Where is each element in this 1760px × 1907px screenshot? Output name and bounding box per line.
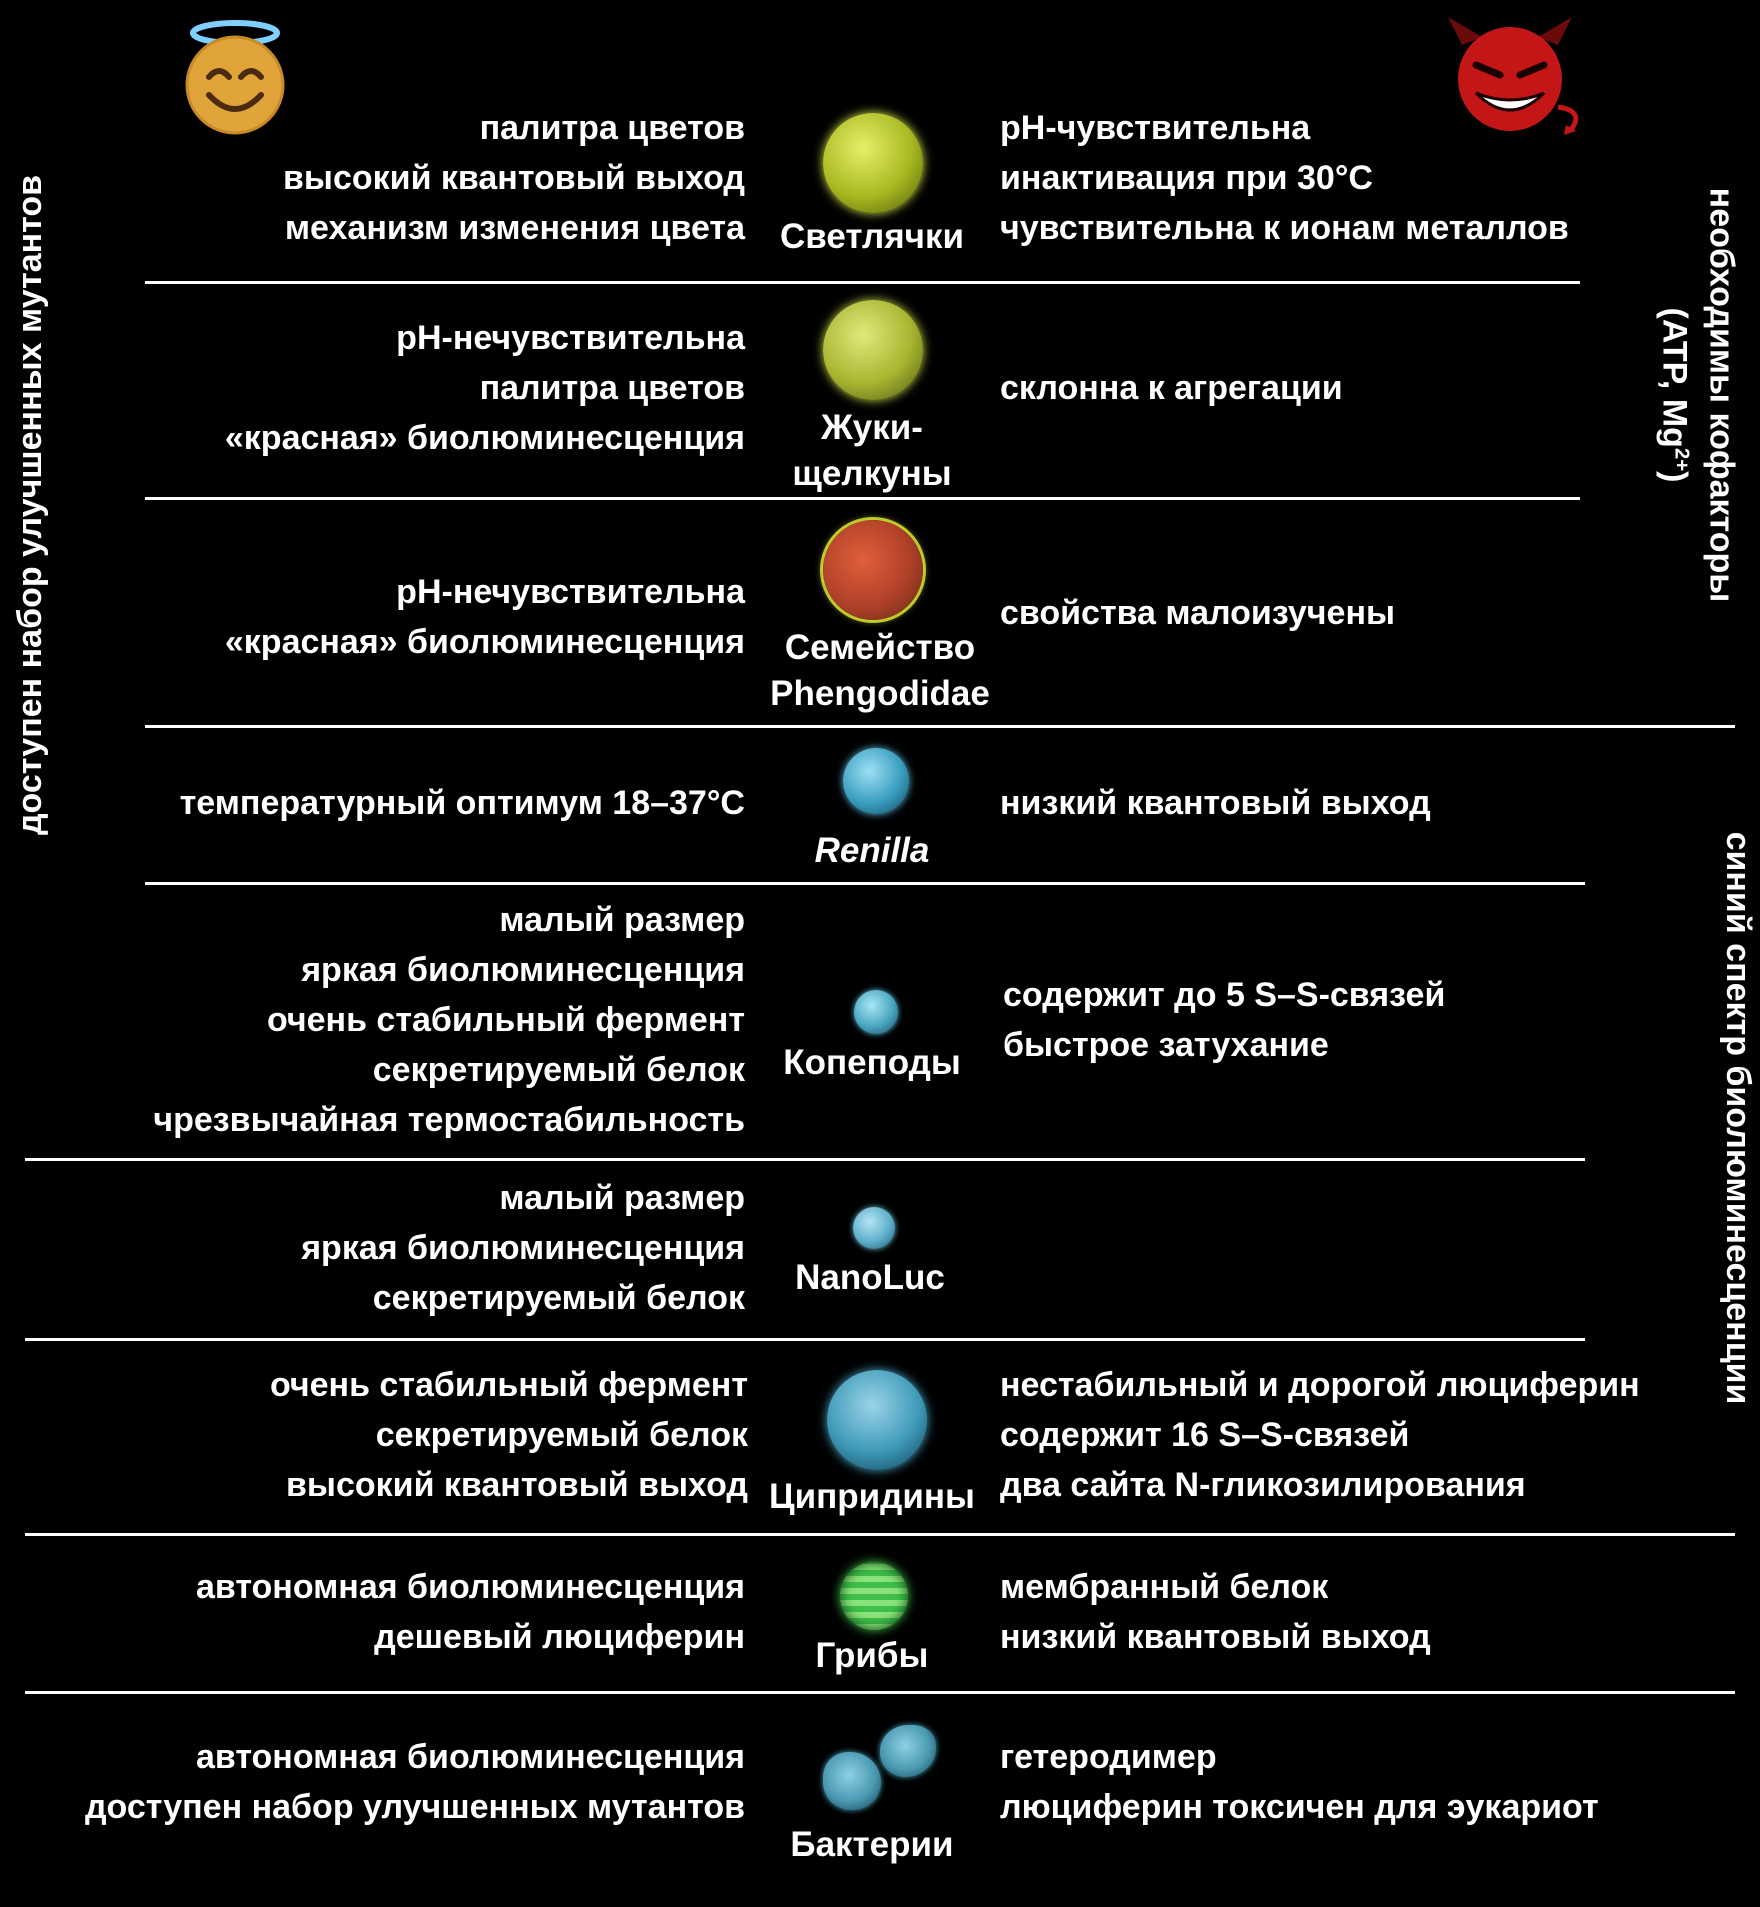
- pro-item: очень стабильный фермент: [266, 1001, 745, 1039]
- pros-list: очень стабильный фермент секретируемый б…: [270, 1360, 748, 1510]
- pro-item: рН-нечувствительна: [396, 319, 745, 357]
- side-label-cofactors: необходимы кофакторы (ATP, Mg2+): [1654, 188, 1741, 603]
- row-separator: [145, 725, 1735, 728]
- nanoluc-orb-icon: [853, 1207, 895, 1249]
- row-separator: [25, 1691, 1735, 1694]
- row-separator: [145, 281, 1580, 284]
- cons-list: мембранный белок низкий квантовый выход: [1000, 1562, 1431, 1662]
- pro-item: автономная биолюминесценция: [195, 1568, 745, 1606]
- pro-item: рН-нечувствительна: [396, 573, 745, 611]
- cons-list: свойства малоизучены: [1000, 588, 1395, 638]
- pros-list: малый размер яркая биолюминесценция очен…: [153, 895, 745, 1145]
- organism-name: Renilla: [814, 831, 930, 870]
- cons-list: содержит до 5 S–S-связей быстрое затухан…: [1003, 970, 1445, 1070]
- renilla-orb-icon: [843, 748, 909, 814]
- organism-name: Ципридины: [769, 1477, 975, 1516]
- pros-list: рН-нечувствительна «красная» биолюминесц…: [225, 567, 745, 667]
- pros-list: малый размер яркая биолюминесценция секр…: [301, 1173, 745, 1323]
- cons-list: низкий квантовый выход: [1000, 778, 1431, 828]
- con-item: низкий квантовый выход: [1000, 1618, 1431, 1656]
- pros-list: палитра цветов высокий квантовый выход м…: [283, 103, 745, 253]
- con-item: гетеродимер: [1000, 1738, 1217, 1776]
- con-item: содержит до 5 S–S-связей: [1003, 976, 1446, 1014]
- cons-list: рН-чувствительна инактивация при 30°С чу…: [1000, 103, 1569, 253]
- pro-item: «красная» биолюминесценция: [224, 419, 745, 457]
- pros-list: автономная биолюминесценция дешевый люци…: [196, 1562, 745, 1662]
- cypridina-orb-icon: [827, 1370, 927, 1470]
- con-item: низкий квантовый выход: [1000, 784, 1431, 822]
- cons-list: гетеродимер люциферин токсичен для эукар…: [1000, 1732, 1599, 1832]
- pro-item: высокий квантовый выход: [283, 159, 745, 197]
- firefly-orb-icon: [823, 113, 923, 213]
- con-item: мембранный белок: [1000, 1568, 1329, 1606]
- organism-name: Копеподы: [783, 1043, 961, 1082]
- cons-list: склонна к агрегации: [1000, 363, 1343, 413]
- click-beetle-orb-icon: [823, 300, 923, 400]
- pro-item: яркая биолюминесценция: [301, 951, 745, 989]
- pros-list: автономная биолюминесценция доступен наб…: [85, 1732, 745, 1832]
- pros-list: рН-нечувствительна палитра цветов «красн…: [225, 313, 745, 463]
- row-separator: [145, 882, 1585, 885]
- con-item: склонна к агрегации: [1000, 369, 1343, 407]
- pro-item: палитра цветов: [479, 109, 745, 147]
- bacteria-cell-icon: [823, 1752, 881, 1810]
- pro-item: яркая биолюминесценция: [301, 1229, 745, 1267]
- pro-item: секретируемый белок: [372, 1051, 745, 1089]
- organism-name: Жуки- щелкуны: [792, 408, 952, 493]
- pro-item: «красная» биолюминесценция: [224, 623, 745, 661]
- con-item: два сайта N-гликозилирования: [1000, 1466, 1526, 1504]
- organism-name: Семейство Phengodidae: [770, 628, 990, 713]
- pro-item: секретируемый белок: [372, 1279, 745, 1317]
- cons-list: нестабильный и дорогой люциферин содержи…: [1000, 1360, 1640, 1510]
- con-item: рН-чувствительна: [1000, 109, 1311, 147]
- organism-name: Грибы: [815, 1636, 929, 1675]
- pro-item: малый размер: [499, 1179, 745, 1217]
- pro-item: автономная биолюминесценция: [195, 1738, 745, 1776]
- row-separator: [25, 1338, 1585, 1341]
- con-item: нестабильный и дорогой люциферин: [1000, 1366, 1640, 1404]
- con-item: чувствительна к ионам металлов: [1000, 209, 1569, 247]
- pro-item: палитра цветов: [479, 369, 745, 407]
- con-item: свойства малоизучены: [1000, 594, 1396, 632]
- fungi-orb-icon: [840, 1562, 908, 1630]
- bacteria-cell-icon: [880, 1725, 936, 1777]
- row-separator: [25, 1158, 1585, 1161]
- pro-item: высокий квантовый выход: [286, 1466, 748, 1504]
- organism-name: Бактерии: [790, 1825, 954, 1864]
- cofactors-line1: необходимы кофакторы: [1702, 187, 1741, 603]
- cofactors-line2: (ATP, Mg2+): [1655, 307, 1694, 483]
- pro-item: дешевый люциферин: [374, 1618, 745, 1656]
- side-label-left: доступен набор улучшенных мутантов: [11, 174, 49, 836]
- organism-name: NanoLuc: [795, 1258, 945, 1297]
- pro-item: очень стабильный фермент: [269, 1366, 748, 1404]
- pro-item: доступен набор улучшенных мутантов: [84, 1788, 745, 1826]
- side-label-blue-spectrum: синий спектр биолюминесценции: [1719, 831, 1757, 1405]
- pro-item: малый размер: [499, 901, 745, 939]
- phengodidae-orb-icon: [823, 520, 923, 620]
- organism-name: Светлячки: [779, 217, 965, 256]
- con-item: быстрое затухание: [1003, 1026, 1329, 1064]
- con-item: содержит 16 S–S-связей: [1000, 1416, 1410, 1454]
- copepod-orb-icon: [854, 990, 898, 1034]
- angel-emoji-icon: [185, 20, 285, 135]
- con-item: люциферин токсичен для эукариот: [1000, 1788, 1599, 1826]
- pro-item: чрезвычайная термостабильность: [153, 1101, 745, 1139]
- pros-list: температурный оптимум 18–37°С: [180, 778, 745, 828]
- pro-item: секретируемый белок: [375, 1416, 748, 1454]
- pro-item: механизм изменения цвета: [284, 209, 745, 247]
- con-item: инактивация при 30°С: [1000, 159, 1373, 197]
- row-separator: [25, 1533, 1735, 1536]
- row-separator: [145, 497, 1580, 500]
- pro-item: температурный оптимум 18–37°С: [179, 784, 745, 822]
- devil-emoji-icon: [1448, 17, 1579, 135]
